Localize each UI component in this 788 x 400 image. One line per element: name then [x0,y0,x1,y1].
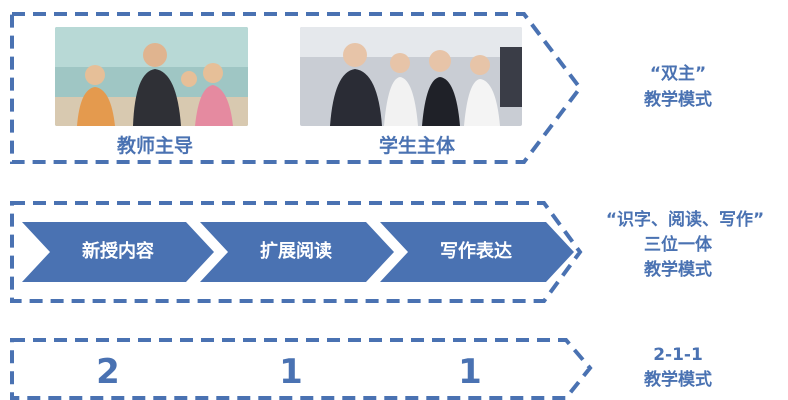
dual-main-label-line1: “双主” [649,64,707,84]
step-chevron-2 [200,222,394,282]
step-new-content: 新授内容 [82,241,154,262]
step-writing-expression: 写作表达 [440,241,512,262]
trinity-label-line1: “识字、阅读、写作” [605,210,765,230]
step-chevron-3 [380,222,574,282]
row2-dashed-frame [10,201,583,303]
trinity-label-line2: 三位一体 [644,235,712,255]
row1-dashed-frame [10,12,583,164]
teacher-led-photo [55,27,248,126]
step-extended-reading: 扩展阅读 [260,241,332,262]
ratio-number-1: 2 [96,352,120,392]
teacher-led-caption: 教师主导 [116,135,193,157]
two-one-one-label-line1: 2-1-1 [653,345,703,365]
step-chevron-1 [22,222,214,282]
student-centered-photo [300,27,522,126]
dual-main-label-line2: 教学模式 [644,90,712,110]
row3-dashed-frame [10,338,593,400]
trinity-label-line3: 教学模式 [644,260,712,280]
student-centered-caption: 学生主体 [378,135,455,157]
ratio-number-2: 1 [279,352,303,392]
two-one-one-label-line2: 教学模式 [644,370,712,390]
ratio-number-3: 1 [458,352,482,392]
